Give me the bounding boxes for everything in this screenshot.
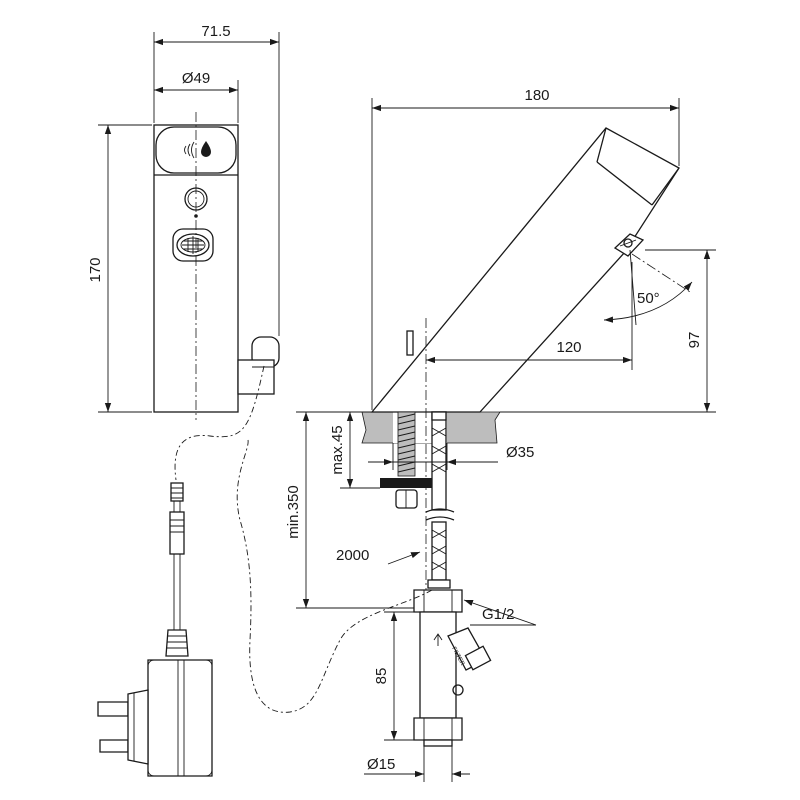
power-supply <box>97 365 433 777</box>
dimension-sensor-diameter: Ø49 <box>154 70 239 123</box>
dimension-spray-angle: 50° <box>603 249 693 326</box>
dimension-body-width: 71.5 <box>153 23 280 336</box>
supply-hose-upper <box>431 411 447 511</box>
power-cable <box>174 365 433 713</box>
fixing-plate <box>380 478 441 488</box>
fixing-nut <box>395 489 418 509</box>
label-spout-reach: 120 <box>556 339 581 356</box>
mounting-assembly <box>380 411 455 513</box>
label-body-width: 71.5 <box>201 23 230 40</box>
dimension-deck-thickness: max.45 <box>329 411 380 489</box>
label-thread: G1/2 <box>482 606 515 623</box>
label-sensor-diameter: Ø49 <box>182 70 210 87</box>
dimension-thread: G1/2 <box>463 599 537 626</box>
spout-body <box>370 127 680 413</box>
label-spray-angle: 50° <box>637 290 660 307</box>
dimension-cable-length: 2000 <box>336 547 421 565</box>
label-outlet-height: 97 <box>686 332 703 349</box>
dimension-valve-height: 85 <box>373 611 414 741</box>
cable-outlet <box>237 336 280 395</box>
spout-outlet <box>613 233 645 257</box>
label-hole-diameter: Ø35 <box>506 444 534 461</box>
aerator <box>172 228 214 262</box>
dimension-hose-length: min.350 <box>285 411 414 609</box>
bottom-union <box>413 717 463 741</box>
dimension-front-height: 170 <box>87 124 152 413</box>
dimension-pipe-diameter: Ø15 <box>364 746 470 782</box>
sensor-wave-icon <box>184 141 195 159</box>
supply-hose-lower <box>425 516 455 589</box>
valve-assembly: FILTER <box>413 589 492 747</box>
label-front-height: 170 <box>87 257 104 282</box>
plug-pin-bottom <box>99 739 129 753</box>
dimension-spout-length: 180 <box>371 87 680 410</box>
label-spout-length: 180 <box>524 87 549 104</box>
label-hose-length: min.350 <box>285 485 302 538</box>
back-lever <box>406 330 414 356</box>
front-view: 71.5 Ø49 170 <box>87 23 280 420</box>
dimension-outlet-height: 97 <box>500 249 716 413</box>
label-pipe-diameter: Ø15 <box>367 756 395 773</box>
power-adapter <box>147 659 213 777</box>
side-view: 180 120 50° 97 <box>285 87 716 782</box>
strain-relief <box>165 629 189 657</box>
cable-connector-top <box>170 482 184 502</box>
union-nut <box>413 589 463 613</box>
valve-body <box>419 611 457 719</box>
label-deck-thickness: max.45 <box>329 425 346 474</box>
water-drop-icon <box>201 141 211 157</box>
label-cable-length: 2000 <box>336 547 369 564</box>
plug-pin-top <box>97 701 129 717</box>
label-valve-height: 85 <box>373 668 390 685</box>
cable-connector <box>169 511 185 555</box>
dimension-hole-diameter: Ø35 <box>368 443 534 470</box>
